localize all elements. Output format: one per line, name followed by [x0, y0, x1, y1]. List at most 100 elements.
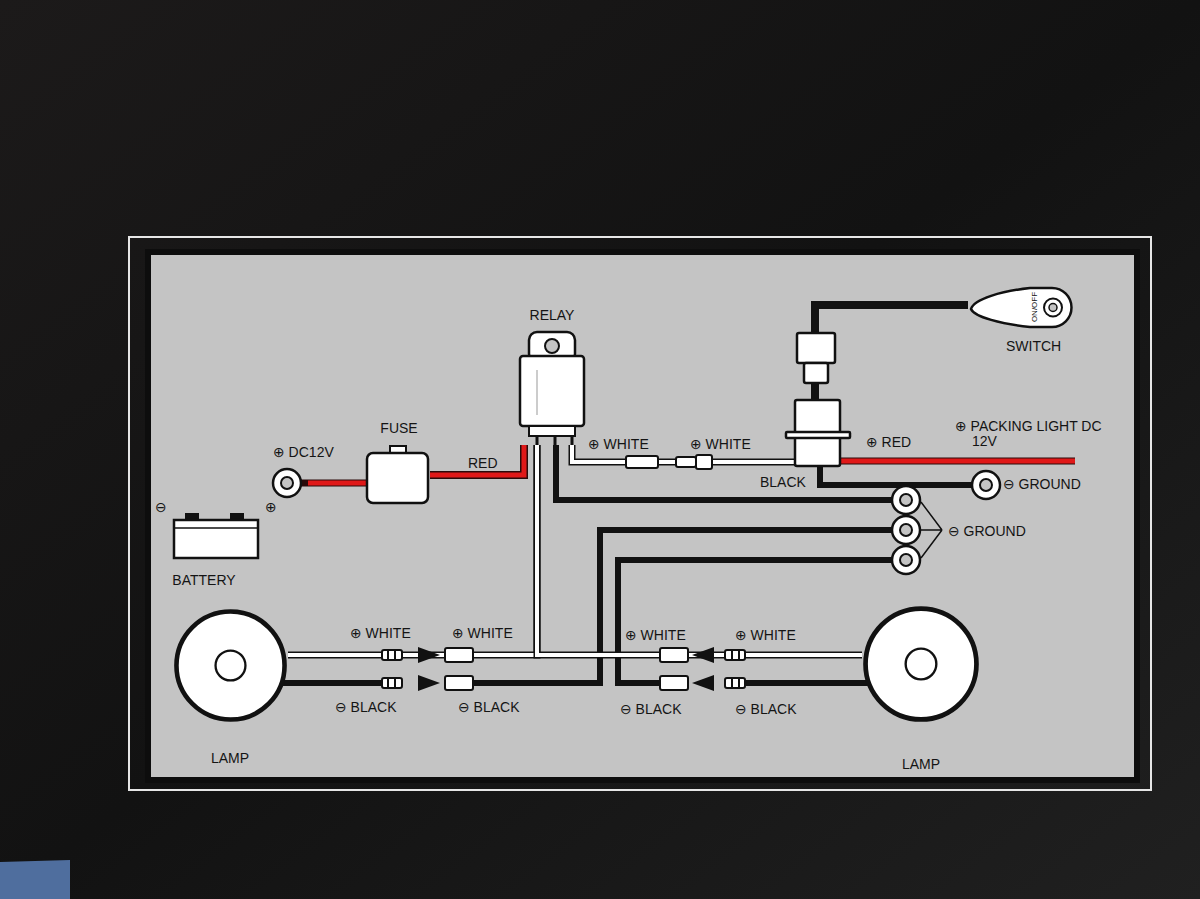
wire-label: ⊖ GROUND — [1003, 476, 1081, 492]
ground-wire-part — [618, 560, 892, 683]
ring-terminal-part — [892, 516, 920, 544]
plug-connector-part — [731, 678, 733, 688]
plug-arrow-part — [692, 675, 714, 691]
switch-symbol-outline-part — [971, 288, 1072, 327]
wire-outline — [537, 445, 862, 655]
ring-terminal-part — [972, 471, 1000, 499]
plug-connector-part — [738, 650, 740, 660]
power-wire-part — [273, 469, 301, 497]
relay-box-outline-part — [536, 436, 539, 445]
ring-terminal-part — [900, 524, 912, 536]
plug-arrow-part — [418, 675, 440, 691]
wire-label: ⊖ BLACK — [335, 699, 397, 715]
plug-connector-part — [725, 650, 745, 660]
wire-core — [288, 445, 537, 655]
plug-connector-part — [660, 676, 688, 690]
relay-box-outline-part — [545, 339, 559, 353]
plug-connector-part — [445, 648, 473, 662]
relay-box-outline-part — [520, 356, 584, 426]
wire-outline — [815, 305, 968, 400]
plug-arrow-part — [418, 647, 440, 663]
lamp-symbol: LAMP — [173, 608, 288, 723]
battery-symbol-outline-part — [174, 527, 258, 529]
plug-connector — [382, 455, 745, 690]
wire-label: ⊕ WHITE — [690, 436, 751, 452]
switch-symbol-outline-part — [1044, 299, 1062, 317]
wire-label: BLACK — [760, 474, 806, 490]
switch-marking: ON/OFF — [1031, 292, 1039, 322]
ground-wire-part — [470, 530, 892, 683]
plug-connector-part — [725, 678, 745, 688]
plug-connector-part — [387, 678, 389, 688]
switch-symbol: SWITCHON/OFF — [968, 285, 1076, 330]
relay-box-outline-part — [554, 436, 557, 445]
lamp-symbol: LAMP — [862, 605, 980, 723]
component-label: LAMP — [902, 756, 940, 772]
power-wire-part — [281, 477, 293, 489]
wire-label: ⊕ WHITE — [625, 627, 686, 643]
plug-connector-part — [660, 648, 688, 662]
wire-label: ⊕ WHITE — [452, 625, 513, 641]
ground-wire-part — [282, 680, 382, 686]
fuse-box-outline — [365, 445, 430, 505]
relay-box-outline — [517, 330, 587, 445]
wire-core — [430, 445, 524, 475]
ground-wire-part — [820, 466, 972, 485]
fuse-box-outline-part — [367, 453, 428, 503]
wire-label: ⊕ — [265, 499, 277, 515]
switch-harness-connector-part — [797, 333, 835, 363]
plug-arrow — [418, 647, 714, 691]
wire-label: ⊖ GROUND — [948, 523, 1026, 539]
plug-connector-part — [394, 650, 396, 660]
wire — [288, 445, 537, 655]
plug-connector-part — [738, 678, 740, 688]
wire — [430, 445, 524, 475]
plug-connector-part — [696, 455, 712, 469]
wire-outline — [288, 445, 537, 655]
wire — [537, 445, 862, 655]
parking-light-wire-part — [838, 459, 1075, 464]
wire-label: ⊕ WHITE — [588, 436, 649, 452]
plug-arrow-part — [692, 647, 714, 663]
component-label: BATTERY — [172, 572, 235, 588]
plug-connector-part — [382, 650, 402, 660]
wire-label: ⊖ — [155, 499, 167, 515]
parking-light-wire-part — [838, 458, 1075, 465]
ring-terminal-part — [892, 546, 920, 574]
bracket — [921, 502, 942, 558]
battery-symbol-outline-part — [174, 520, 258, 558]
lamp-symbol-outline-part — [906, 649, 937, 680]
ring-terminal-part — [900, 554, 912, 566]
wire-label: ⊖ BLACK — [620, 701, 682, 717]
relay-box-outline-part — [529, 426, 575, 436]
power-wire-part — [308, 481, 367, 486]
plug-connector-part — [382, 678, 402, 688]
ground-wire-part — [556, 445, 892, 500]
relay-box-outline-part — [571, 436, 574, 445]
lamp-symbol-outline-part — [216, 651, 246, 681]
fuse-box: FUSE — [365, 445, 430, 505]
lamp-symbol-outline — [862, 605, 980, 723]
box-surface-part — [0, 860, 70, 899]
switch-harness-connector-part — [804, 363, 828, 383]
plug-connector-part — [445, 676, 473, 690]
bracket-part — [921, 502, 942, 558]
switch-symbol-outline-part — [1049, 304, 1057, 312]
wire-label: ⊕ WHITE — [735, 627, 796, 643]
plug-connector-part — [394, 678, 396, 688]
wire-label: ⊕ DC12V — [273, 444, 334, 460]
lamp-symbol-outline-part — [176, 611, 284, 719]
switch-symbol-outline — [968, 285, 1076, 330]
box-surface-part — [148, 252, 1137, 780]
lamp-symbol-outline-part — [866, 609, 977, 720]
wire-label: RED — [468, 455, 498, 471]
ring-terminal — [892, 471, 1000, 574]
lamp-symbol-outline — [173, 608, 288, 723]
wire-label: ⊕ RED — [866, 434, 911, 450]
ring-terminal-part — [980, 479, 992, 491]
ring-terminal-part — [892, 486, 920, 514]
battery-symbol: BATTERY — [172, 512, 260, 560]
